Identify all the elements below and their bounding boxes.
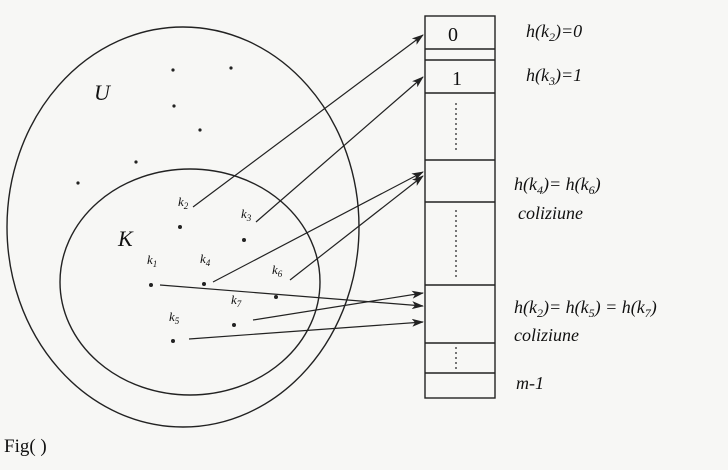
collision-label-1: coliziune <box>518 203 583 223</box>
hash-arrows <box>159 34 424 340</box>
key-point-k6 <box>274 295 278 299</box>
annotation-h3: h(k3)=1 <box>526 65 582 88</box>
arrow-k6-slot <box>289 175 424 281</box>
arrow-k4-slot <box>212 171 424 283</box>
universe-label: U <box>94 80 112 105</box>
arrow-k7-slot <box>252 290 424 321</box>
keyset-ellipse <box>59 168 321 396</box>
key-point-k5 <box>171 339 175 343</box>
slot-1-label: 1 <box>452 68 462 90</box>
key-point-k4 <box>202 282 206 286</box>
annotation-h2-h5-h7: h(k2)= h(k5) = h(k7) <box>514 297 657 320</box>
arrow-k1-slot <box>159 284 424 310</box>
key-label-k7: k7 <box>231 292 242 309</box>
key-label-k5: k5 <box>169 309 180 326</box>
key-point-k3 <box>242 238 246 242</box>
key-label-k1: k1 <box>147 252 157 269</box>
figure-caption: Fig( ) <box>4 436 47 457</box>
key-point-k1 <box>149 283 153 287</box>
key-points <box>149 225 278 343</box>
key-label-k2: k2 <box>178 194 189 211</box>
last-slot-label: m-1 <box>516 373 544 393</box>
arrow-k3-slot1 <box>255 76 424 223</box>
arrow-k5-slot <box>188 318 424 340</box>
annotation-h2: h(k2)=0 <box>526 21 582 44</box>
annotation-h4-h6: h(k4)= h(k6) <box>514 174 601 197</box>
key-label-k6: k6 <box>272 262 283 279</box>
key-point-k7 <box>232 323 236 327</box>
arrow-k2-slot0 <box>192 34 424 208</box>
keyset-label: K <box>117 226 134 251</box>
key-label-k4: k4 <box>200 251 211 268</box>
key-point-k2 <box>178 225 182 229</box>
collision-label-2: coliziune <box>514 325 579 345</box>
universe-points <box>76 66 233 185</box>
slot-0-label: 0 <box>448 24 458 46</box>
hash-table <box>424 15 496 399</box>
universe-ellipse <box>6 26 360 428</box>
key-label-k3: k3 <box>241 206 252 223</box>
